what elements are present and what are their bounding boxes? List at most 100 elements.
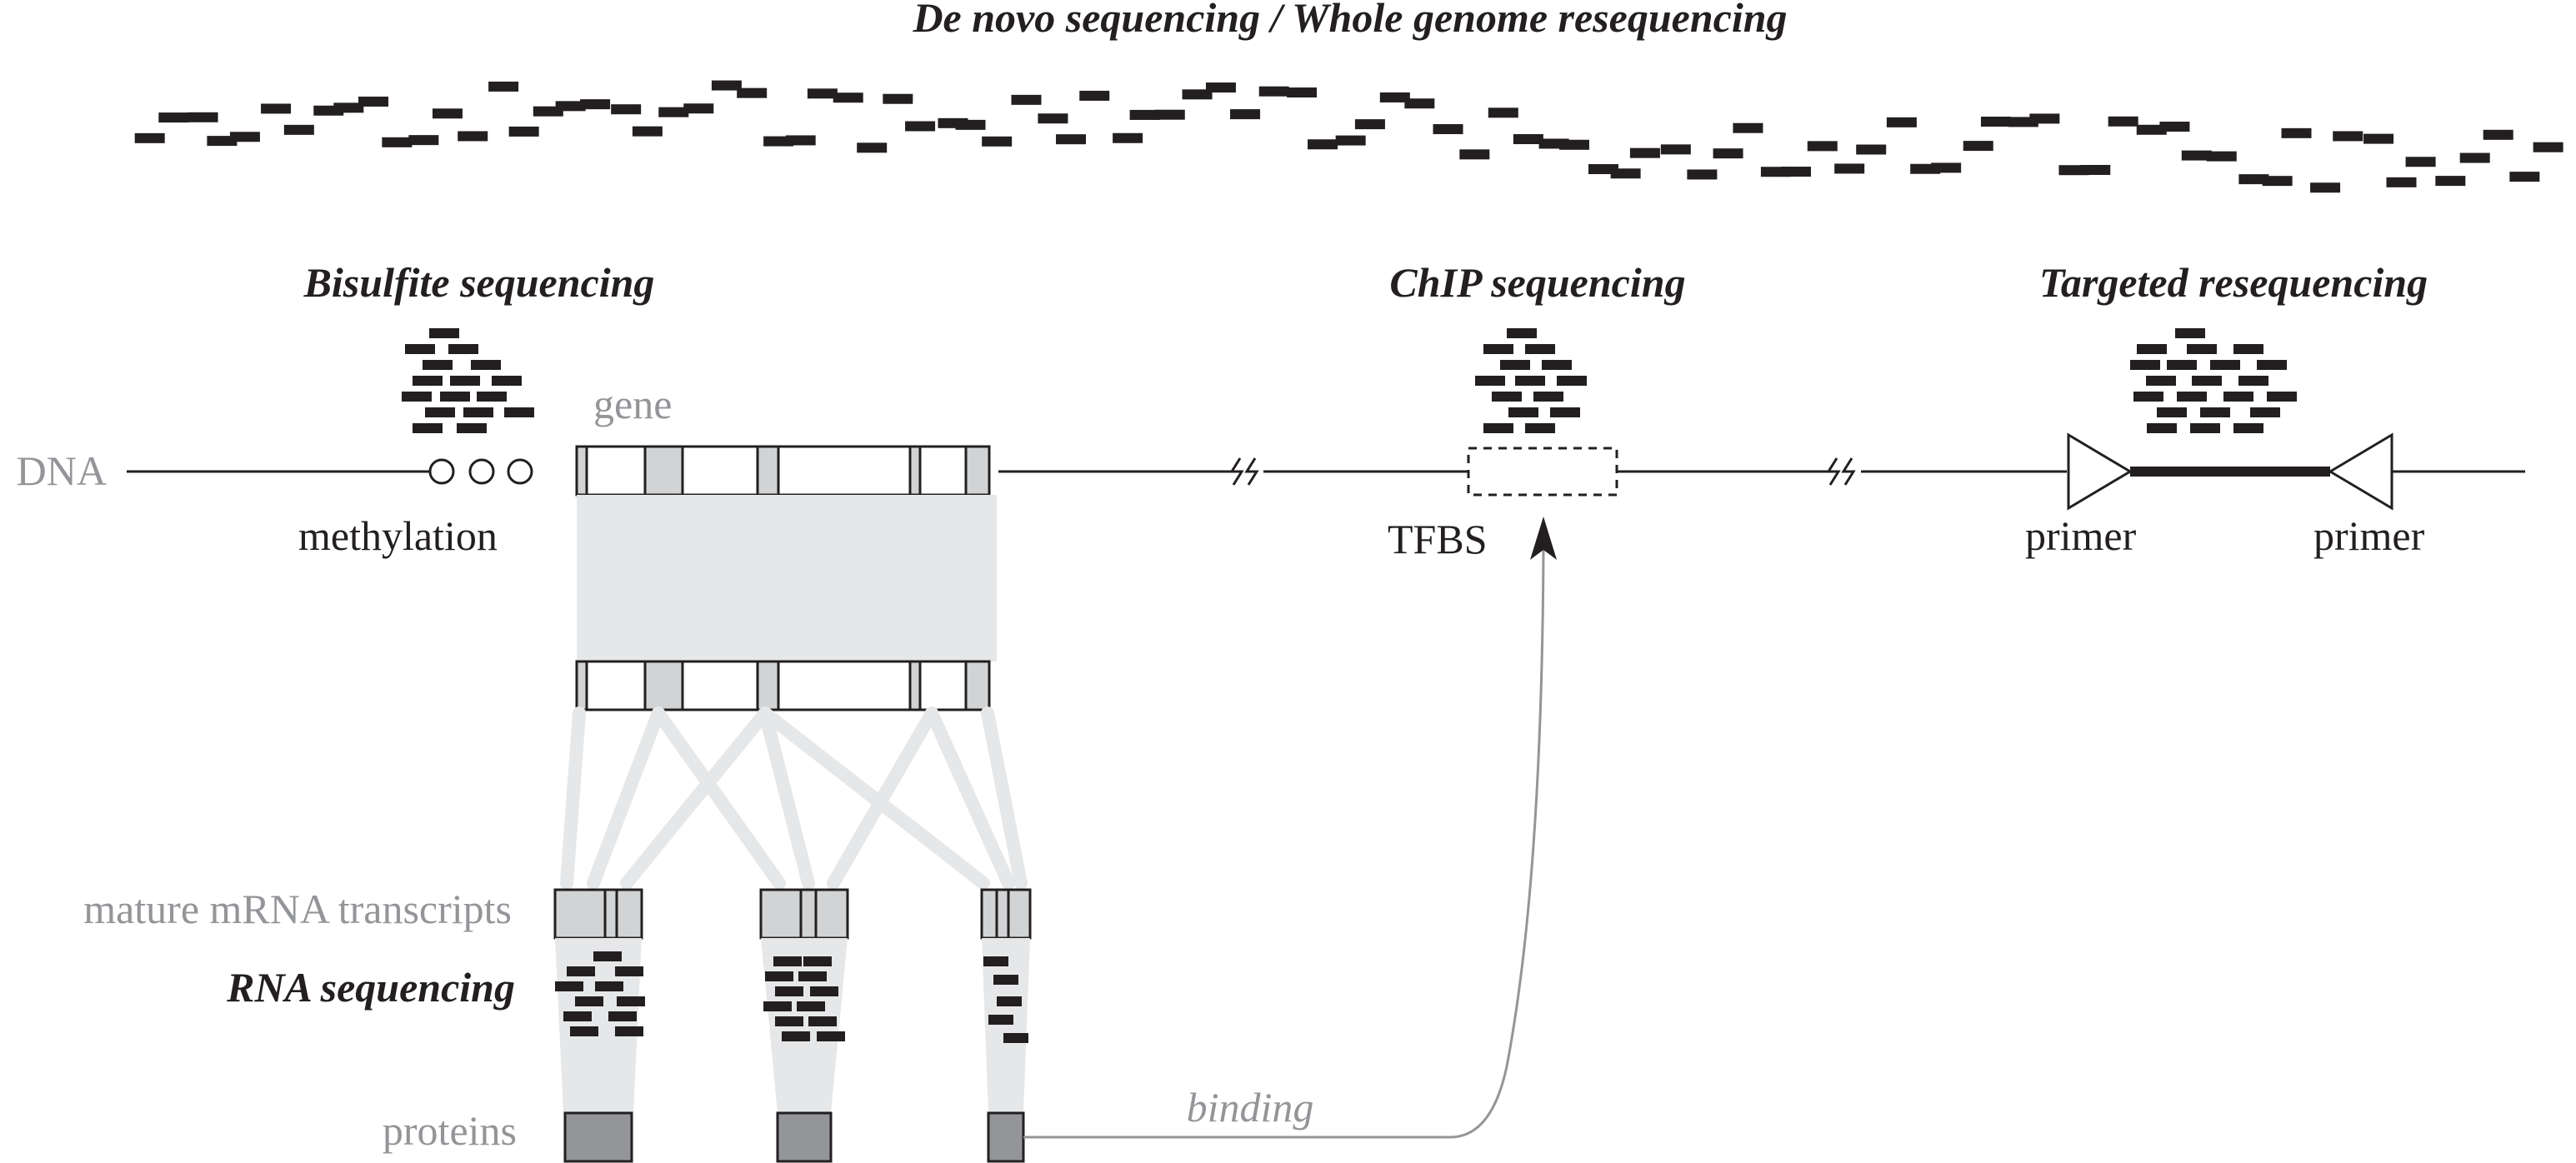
sequencing-read [2238, 376, 2268, 386]
sequencing-read [2192, 376, 2222, 386]
sequencing-read [450, 376, 480, 386]
sequencing-read [432, 108, 463, 119]
sequencing-read [2238, 174, 2269, 185]
sequencing-read [1404, 98, 1435, 109]
sequencing-read [555, 981, 583, 991]
sequencing-read [134, 132, 165, 143]
sequencing-read [2167, 360, 2197, 370]
sequencing-read [229, 132, 260, 142]
heading-bisulfite: Bisulfite sequencing [303, 259, 655, 306]
sequencing-read [1781, 167, 1812, 177]
sequencing-read [1713, 148, 1743, 159]
sequencing-read [2257, 360, 2287, 370]
primer-right-label: primer [2313, 512, 2425, 559]
sequencing-read [608, 1011, 637, 1021]
sequencing-read [2435, 176, 2466, 187]
sequencing-read [955, 119, 986, 130]
transcript-exon [615, 888, 643, 940]
splicing-lines [560, 706, 1028, 890]
sequencing-read [617, 996, 645, 1006]
sequencing-read [458, 131, 488, 142]
sequencing-read [2200, 407, 2230, 417]
sequencing-read [785, 135, 816, 146]
exon-block [756, 660, 780, 711]
sequencing-read [2146, 376, 2176, 386]
tfbs-box [1467, 447, 1618, 497]
sequencing-read [773, 956, 802, 966]
sequencing-read [313, 105, 344, 116]
heading-wgs: De novo sequencing / Whole genome resequ… [912, 0, 1787, 41]
sequencing-read [1886, 117, 1917, 127]
sequencing-read [1963, 141, 1993, 152]
intron-block [585, 445, 647, 497]
sequencing-read [2190, 423, 2220, 433]
gene-dna [575, 445, 991, 497]
sequencing-read [1154, 109, 1185, 120]
intron-block [777, 660, 912, 711]
sequencing-read [2181, 150, 2212, 161]
sequencing-read [615, 966, 643, 976]
sequencing-read [2267, 392, 2297, 402]
sequencing-read [1113, 132, 1143, 143]
sequencing-read [1483, 423, 1513, 433]
heading-targeted: Targeted resequencing [2039, 259, 2428, 306]
sequencing-read [1308, 139, 1338, 150]
sequencing-read [683, 103, 714, 114]
methylation-label: methylation [298, 512, 498, 559]
sequencing-read [333, 102, 364, 113]
sequencing-read [492, 376, 522, 386]
sequencing-read [2363, 133, 2394, 144]
sequencing-read [1550, 407, 1580, 417]
protein-3 [987, 1111, 1025, 1163]
sequencing-read [580, 99, 611, 110]
sequencing-read [1492, 392, 1522, 402]
sequencing-read [797, 1001, 825, 1011]
break-mark-left [1229, 457, 1259, 486]
intron-block [777, 445, 912, 497]
sequencing-read [425, 407, 455, 417]
sequencing-read [423, 360, 453, 370]
sequencing-read [807, 88, 838, 99]
sequencing-read [765, 971, 793, 981]
sequencing-read [2386, 177, 2417, 187]
primer-right-triangle [2328, 432, 2393, 511]
binding-label: binding [1187, 1084, 1314, 1131]
exon-block [908, 445, 922, 497]
sequencing-read [615, 1026, 643, 1036]
sequencing-read [477, 392, 507, 402]
exon-block [908, 660, 922, 711]
sequencing-read [158, 112, 189, 123]
sequencing-read [188, 112, 218, 122]
break-mark-right [1826, 457, 1856, 486]
methylation-sites [428, 458, 533, 485]
pre-mrna [575, 660, 991, 711]
sequencing-read [833, 92, 863, 103]
binding-arrow-line [1023, 549, 1545, 1139]
sequencing-read [2405, 157, 2436, 167]
sequencing-read [808, 1016, 837, 1026]
sequencing-read [2250, 407, 2280, 417]
primer-left-label: primer [2025, 512, 2137, 559]
sequencing-read [457, 423, 487, 433]
sequencing-read [2159, 122, 2190, 132]
sequencing-read [1558, 139, 1589, 150]
intron-block [681, 445, 759, 497]
sequencing-read [413, 423, 443, 433]
sequencing-read [1038, 113, 1068, 124]
sequencing-read [555, 101, 586, 112]
sequencing-read [1660, 144, 1691, 155]
sequencing-read [1129, 109, 1160, 120]
sequencing-read [1459, 149, 1490, 160]
sequencing-read [1733, 122, 1763, 133]
sequencing-read [2133, 392, 2163, 402]
sequencing-read [1629, 147, 1660, 158]
sequencing-read [405, 344, 435, 354]
sequencing-read [775, 1016, 803, 1026]
sequencing-read [2483, 129, 2513, 140]
transcript-exon [759, 888, 803, 940]
sequencing-read [1542, 360, 1572, 370]
intron-block [918, 660, 968, 711]
sequencing-read [1475, 376, 1505, 386]
sequencing-read [2136, 124, 2167, 135]
